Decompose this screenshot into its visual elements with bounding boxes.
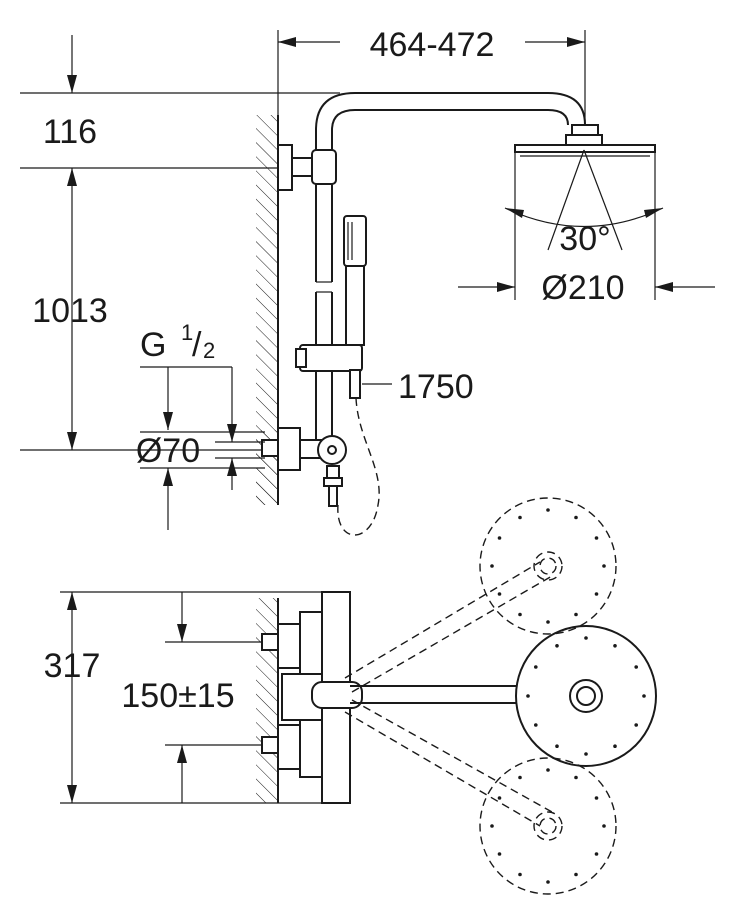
height-dimensions: 116 1013 bbox=[20, 35, 340, 451]
spray-angle-label: 30° bbox=[559, 220, 610, 258]
nozzle-dot bbox=[584, 752, 588, 756]
nozzle-dot bbox=[594, 852, 599, 856]
arm-plan bbox=[311, 625, 657, 767]
nozzle-dot bbox=[594, 796, 599, 800]
nozzle-dot bbox=[642, 694, 646, 698]
nozzle-dot bbox=[574, 612, 578, 617]
head-diameter-label: Ø210 bbox=[541, 269, 624, 307]
nozzle-dot bbox=[613, 744, 617, 748]
nozzle-dot bbox=[574, 515, 578, 520]
nozzle-dot bbox=[497, 592, 502, 596]
nozzle-dot bbox=[534, 665, 538, 669]
nozzle-dot bbox=[634, 665, 638, 669]
nozzle-dot bbox=[518, 515, 522, 520]
wall-hatch-upper bbox=[256, 115, 278, 505]
nozzle-dot bbox=[497, 796, 502, 800]
mixer-side bbox=[256, 427, 347, 507]
nozzle-dot bbox=[534, 723, 538, 727]
thread-numerator: 1 bbox=[181, 320, 193, 345]
nozzle-dot bbox=[634, 723, 638, 727]
thread-denominator: 2 bbox=[203, 338, 215, 363]
inlet-dimension: G 1 / 2 Ø70 bbox=[136, 320, 265, 530]
arm-rotated-upper bbox=[344, 497, 617, 693]
head-nozzle-dots bbox=[490, 508, 646, 884]
plan-width-dimension: 317 bbox=[44, 591, 325, 804]
arm-projection-dimension: 464-472 bbox=[277, 26, 586, 125]
nozzle-dot bbox=[574, 775, 578, 780]
plan-view: 317 150±15 bbox=[44, 497, 657, 895]
inlet-spacing-dimension: 150±15 bbox=[121, 592, 275, 803]
nozzle-dot bbox=[546, 768, 550, 772]
nozzle-dot bbox=[526, 694, 530, 698]
upper-wall-bracket bbox=[277, 144, 337, 191]
nozzle-dot bbox=[497, 852, 502, 856]
nozzle-dot bbox=[546, 880, 550, 884]
thread-slash: / bbox=[192, 326, 202, 364]
nozzle-dot bbox=[602, 564, 606, 568]
nozzle-dot bbox=[574, 872, 578, 877]
nozzle-dot bbox=[584, 636, 588, 640]
nozzle-dot bbox=[490, 824, 494, 828]
arm-projection-label: 464-472 bbox=[370, 26, 495, 64]
nozzle-dot bbox=[497, 536, 502, 540]
hand-shower: 1750 bbox=[295, 215, 474, 536]
nozzle-dot bbox=[546, 620, 550, 624]
thread-label: G bbox=[140, 326, 166, 364]
nozzle-dot bbox=[490, 564, 494, 568]
nozzle-dot bbox=[555, 644, 559, 648]
top-offset-label: 116 bbox=[43, 113, 97, 151]
height-label: 1013 bbox=[32, 292, 108, 330]
nozzle-dot bbox=[613, 644, 617, 648]
arm-rotated-lower bbox=[344, 699, 617, 895]
shower-riser bbox=[314, 92, 586, 440]
nozzle-dot bbox=[555, 744, 559, 748]
nozzle-dot bbox=[546, 508, 550, 512]
nozzle-dot bbox=[594, 536, 599, 540]
nozzle-dot bbox=[602, 824, 606, 828]
head-shower: 30° Ø210 bbox=[458, 124, 715, 307]
nozzle-dot bbox=[594, 592, 599, 596]
nozzle-dot bbox=[518, 872, 522, 877]
hose-length-label: 1750 bbox=[398, 368, 474, 406]
nozzle-dot bbox=[518, 775, 522, 780]
side-elevation: 464-472 116 1013 bbox=[20, 26, 715, 536]
inlet-spacing-label: 150±15 bbox=[121, 677, 234, 715]
plan-width-label: 317 bbox=[44, 647, 101, 685]
nozzle-dot bbox=[518, 612, 522, 617]
inlet-diameter-label: Ø70 bbox=[136, 432, 200, 470]
plan-wall-hatch bbox=[256, 598, 278, 803]
